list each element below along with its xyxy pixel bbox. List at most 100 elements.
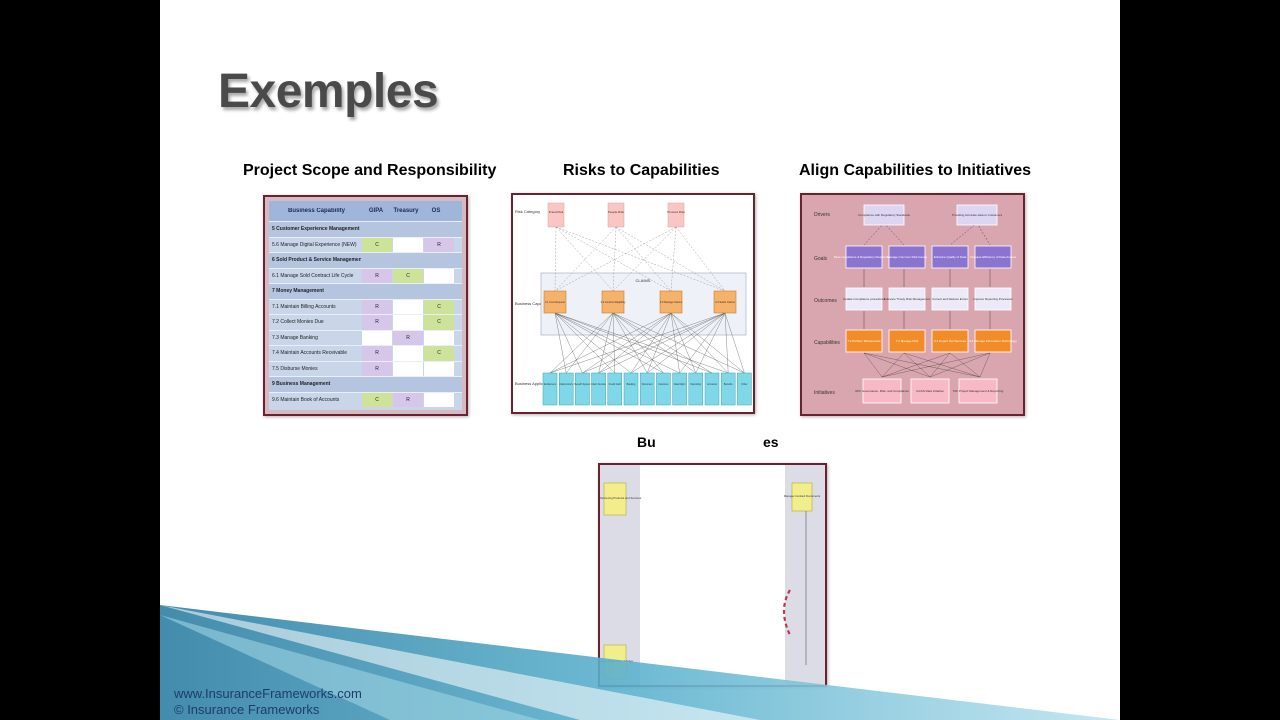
goal-box [845, 245, 883, 269]
initiative-link [903, 352, 931, 378]
align-diagram: DriversGoalsOutcomesCapabilitiesInitiati… [802, 195, 1023, 414]
initiative-label: IWC Governance, Risk, and Compliance [855, 389, 909, 393]
initiative-box [862, 378, 902, 404]
row-label: 6.1 Manage Sold Contract Life Cycle [272, 272, 354, 279]
initiative-label: TAF Project Management & Reporting [953, 389, 1004, 393]
row-label: Initiatives [814, 390, 835, 396]
initiative-link [929, 352, 951, 378]
row-label: 5.6 Manage Digital Experience (NEW) [272, 241, 357, 248]
table-section-row: 9 Business Management [269, 376, 462, 392]
row-label: Outcomes [814, 298, 837, 304]
application-box [575, 372, 590, 406]
left-top-label: Manage Partnering Products and Services [600, 496, 642, 500]
initiative-link [881, 352, 991, 378]
row-label: Business Application [515, 381, 552, 386]
row-label: Business Capability [515, 301, 550, 306]
application-label: Reporting [691, 383, 702, 386]
header-gipa: GIPA [368, 208, 384, 214]
driver-link [949, 222, 978, 246]
capability-label: 9.3 Manage Information Technology [969, 339, 1017, 343]
goal-label: Increase Efficiency of Data Access [970, 255, 1016, 259]
app-link [647, 312, 726, 374]
row-label: 7 Money Management [272, 288, 324, 295]
outcome-label: Enhance Timely Risk Management [884, 297, 931, 301]
row-label: 9.6 Maintain Book of Accounts [272, 396, 340, 403]
caption-partial-right: es [763, 434, 779, 450]
row-label: 7.4 Maintain Accounts Receivable [272, 350, 348, 357]
risk-label: People Risk [608, 210, 625, 214]
risk-link [554, 226, 617, 292]
app-link [554, 312, 713, 374]
initiative-link [863, 352, 981, 378]
app-link [582, 312, 726, 374]
app-link [549, 312, 672, 374]
risk-label: Process Risk [667, 210, 685, 214]
row-label: 9 Business Management [272, 381, 331, 388]
raci-cell: R [393, 392, 423, 407]
capability-label: 3.2 Conduct Eligibility [601, 300, 627, 304]
app-link [566, 312, 614, 374]
initiative-box [910, 378, 950, 404]
application-box [704, 372, 720, 406]
raci-cell [393, 315, 423, 330]
capability-box [543, 290, 567, 314]
row-label: 7.2 Collect Monies Due [272, 319, 324, 326]
application-label: Accounts [707, 383, 718, 386]
app-link [549, 312, 726, 374]
header-capability: Business Capability [287, 208, 346, 214]
app-link [612, 312, 745, 374]
raci-cell [393, 361, 423, 376]
caption-scope: Project Scope and Responsibility [243, 162, 497, 179]
outcome-label: Update Compliance procedures [843, 297, 886, 301]
app-link [554, 312, 664, 374]
raci-cell [424, 392, 454, 407]
capability-box [845, 329, 883, 353]
row-label: Capabilities [814, 340, 840, 346]
app-link [598, 312, 614, 374]
app-link [582, 312, 672, 374]
initiative-link [903, 352, 981, 378]
raci-cell: R [424, 237, 454, 252]
caption-align: Align Capabilities to Initiatives [799, 162, 1032, 179]
initiative-link [881, 352, 951, 378]
risk-box [547, 202, 565, 228]
footer-url[interactable]: www.InsuranceFrameworks.com [174, 686, 362, 701]
capability-label: 7.2 Manage Risk [896, 339, 919, 343]
app-link [670, 312, 696, 374]
risk-link [612, 226, 617, 292]
capability-box [974, 329, 1012, 353]
application-label: Customer [658, 383, 669, 386]
initiative-box [958, 378, 998, 404]
raci-cell [424, 268, 454, 283]
risk-box [667, 202, 685, 228]
table-section-row: 6 Sold Product & Service Management [269, 252, 462, 268]
outcome-box [974, 287, 1012, 311]
driver-label: Compliance with Regulatory Standards [858, 213, 910, 217]
application-box [672, 372, 687, 406]
raci-cell: C [393, 268, 423, 283]
table-section-row: 7 Money Management [269, 283, 462, 299]
app-link [554, 312, 583, 374]
initiative-link [949, 352, 981, 378]
slide: Exemples Project Scope and Responsibilit… [160, 0, 1120, 720]
row-label: Drivers [814, 212, 830, 218]
risk-link [615, 226, 726, 292]
initiative-link [863, 352, 883, 378]
outcome-label: Correct and Reduce Errors [932, 297, 968, 301]
raci-cell [424, 361, 454, 376]
driver-link [883, 222, 905, 246]
scope-table-thumbnail: Business Capability GIPA Treasury OS 5 C… [263, 195, 468, 416]
raci-cell: C [424, 299, 454, 314]
outcome-label: Improve Reporting Processes [973, 297, 1013, 301]
raci-cell [424, 330, 454, 345]
outcome-box [845, 287, 883, 311]
raci-cell: C [424, 346, 454, 361]
app-link [695, 312, 726, 374]
application-box [720, 372, 736, 406]
